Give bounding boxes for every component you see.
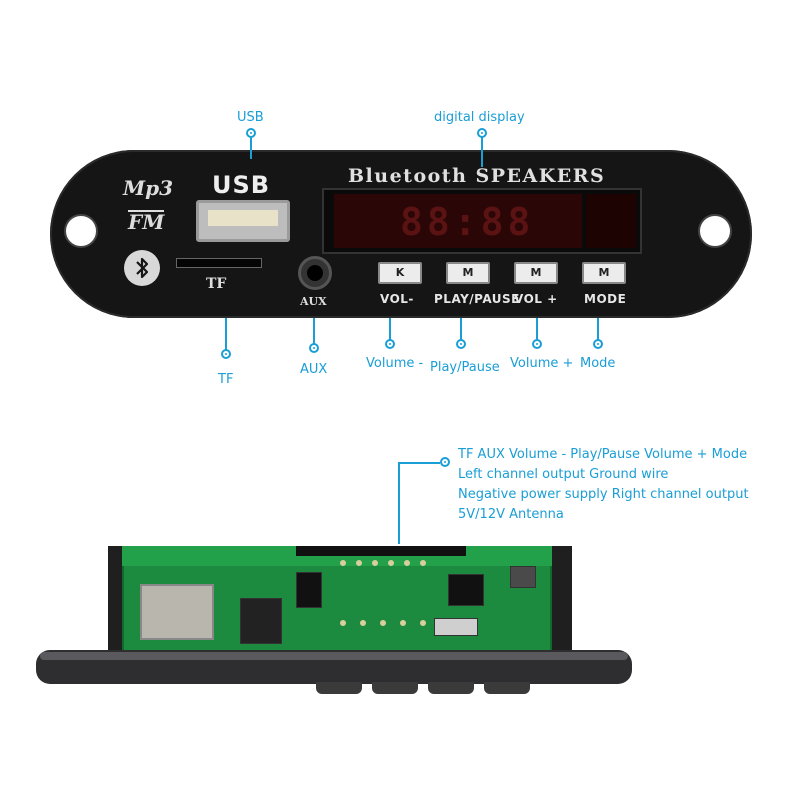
callout-usb-line (250, 137, 252, 159)
callout-mode-line (597, 318, 599, 340)
callout-play-pause-dot (456, 339, 466, 349)
pin-description-line: Left channel output Ground wire (458, 467, 669, 482)
right-bracket (548, 546, 572, 656)
callout-vol-minus-line (389, 318, 391, 340)
tf-panel-label: TF (206, 276, 227, 292)
solder-pad (380, 620, 386, 626)
callout-mode: Mode (580, 356, 616, 371)
module-case-edge (40, 652, 628, 660)
next-icon[interactable]: M (514, 262, 558, 284)
callout-usb: USB (237, 110, 264, 125)
mounting-hole-right (698, 214, 732, 248)
solder-pad (420, 620, 426, 626)
solder-pad (420, 560, 426, 566)
bluetooth-icon (124, 250, 160, 286)
pin-description: TF AUX Volume - Play/Pause Volume + Mode… (458, 445, 749, 525)
solder-pad (388, 560, 394, 566)
callout-vol-plus-dot (532, 339, 542, 349)
usb-panel-label: USB (212, 171, 271, 199)
audio-chip (296, 572, 322, 608)
display-digits: 88:88 (400, 200, 535, 244)
display-glass (334, 194, 582, 248)
mp3-logo-text: Mp3 (123, 176, 174, 200)
pin-callout-hline (398, 462, 440, 464)
callout-display-line (481, 137, 483, 167)
callout-tf-dot (221, 349, 231, 359)
solder-pad (400, 620, 406, 626)
pin-description-line: TF AUX Volume - Play/Pause Volume + Mode (458, 447, 748, 462)
callout-volume-minus: Volume - (366, 356, 424, 371)
pin-callout-vline (398, 462, 400, 544)
vol-plus-label: VOL + (514, 292, 558, 306)
solder-pad (340, 560, 346, 566)
solder-pad (372, 560, 378, 566)
callout-aux: AUX (300, 362, 328, 377)
aux-panel-label: AUX (300, 295, 327, 308)
callout-play-pause: Play/Pause (430, 360, 500, 375)
solder-pad (360, 620, 366, 626)
play-pause-label: PLAY/PAUSE (434, 292, 520, 306)
callout-aux-line (313, 318, 315, 344)
brand-title: Bluetooth SPEAKERS (348, 165, 606, 187)
button-stem (484, 682, 530, 694)
tf-card-slot (176, 258, 262, 268)
pin-header (296, 546, 466, 556)
aux-jack-rear (240, 598, 282, 644)
callout-digital-display: digital display (434, 110, 525, 125)
usb-port-tongue (208, 210, 278, 226)
sd-card-holder (140, 584, 214, 640)
solder-pad (340, 620, 346, 626)
callout-mode-dot (593, 339, 603, 349)
bluetooth-chip (448, 574, 484, 606)
button-stem (428, 682, 474, 694)
solder-pad (404, 560, 410, 566)
mounting-hole-left (64, 214, 98, 248)
callout-tf-line (225, 318, 227, 350)
play-pause-icon[interactable]: M (446, 262, 490, 284)
button-stem (372, 682, 418, 694)
mode-icon[interactable]: M (582, 262, 626, 284)
pin-callout-dot (440, 457, 450, 467)
button-stem (316, 682, 362, 694)
solder-pad (356, 560, 362, 566)
callout-tf: TF (218, 372, 234, 387)
aux-jack-hole (307, 265, 323, 281)
callout-vol-plus-line (536, 318, 538, 340)
callout-aux-dot (309, 343, 319, 353)
prev-icon[interactable]: K (378, 262, 422, 284)
pin-description-line: 5V/12V Antenna (458, 507, 564, 522)
callout-play-pause-line (460, 318, 462, 340)
crystal-oscillator (434, 618, 478, 636)
fm-logo-text: FM (128, 210, 165, 234)
mode-label: MODE (584, 292, 627, 306)
pin-description-line: Negative power supply Right channel outp… (458, 487, 749, 502)
callout-volume-plus: Volume + (510, 356, 574, 371)
antenna-trace (510, 566, 536, 588)
vol-minus-label: VOL- (380, 292, 414, 306)
callout-vol-minus-dot (385, 339, 395, 349)
display-indicator-area (586, 194, 636, 248)
